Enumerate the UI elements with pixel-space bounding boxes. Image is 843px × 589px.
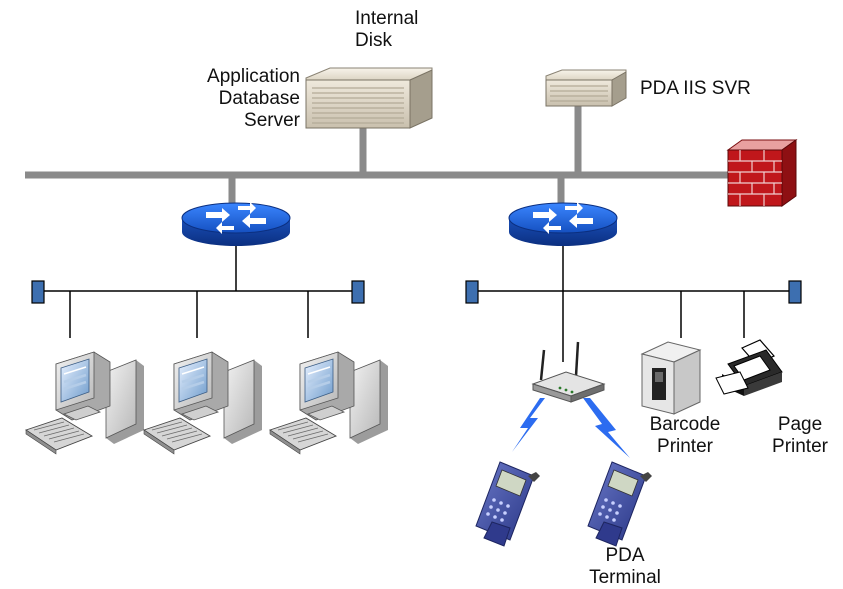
router-icon <box>181 202 291 246</box>
terminator-icon <box>465 280 479 304</box>
backbone-network <box>25 104 765 208</box>
barcode-printer-icon <box>640 341 702 415</box>
left-lan <box>31 246 365 338</box>
pda-terminal-label-line1: PDA <box>605 545 645 566</box>
app-db-server-label-line2: Database <box>218 88 300 109</box>
workstation-icon <box>142 350 264 456</box>
terminator-icon <box>351 280 365 304</box>
wireless-signal-icon <box>512 398 545 452</box>
internal-disk-label-line1: Internal <box>355 8 419 29</box>
page-printer-label: Page Printer <box>758 414 842 458</box>
router-icon <box>508 202 618 246</box>
terminator-icon <box>31 280 45 304</box>
barcode-printer-label: Barcode Printer <box>630 414 740 458</box>
app-db-server-label-line3: Server <box>244 110 300 131</box>
pda-terminal-icon <box>475 461 541 547</box>
barcode-printer-label-line2: Printer <box>657 436 713 457</box>
page-printer-label-line1: Page <box>777 414 823 435</box>
pda-terminal-label-line2: Terminal <box>589 567 661 588</box>
page-printer-label-line2: Printer <box>772 436 828 457</box>
pda-terminal-label: PDA Terminal <box>570 545 680 589</box>
page-printer-icon <box>715 339 783 396</box>
barcode-printer-label-line1: Barcode <box>649 414 721 435</box>
wireless-access-point-icon <box>531 341 606 403</box>
server-icon <box>545 69 627 107</box>
internal-disk-label-line2: Disk <box>355 30 392 51</box>
workstation-icon <box>268 350 390 456</box>
internal-disk-label: Internal Disk <box>355 8 418 52</box>
firewall-icon <box>726 139 798 207</box>
pda-iis-svr-label: PDA IIS SVR <box>640 78 751 99</box>
terminator-icon <box>788 280 802 304</box>
wireless-signal-icon <box>583 398 630 458</box>
app-db-server-label-line1: Application <box>207 66 300 87</box>
pda-terminal-icon <box>587 461 653 547</box>
app-db-server-label: Application Database Server <box>160 66 300 132</box>
workstation-icon <box>24 350 146 456</box>
server-icon <box>305 67 433 129</box>
right-lan <box>465 246 802 362</box>
